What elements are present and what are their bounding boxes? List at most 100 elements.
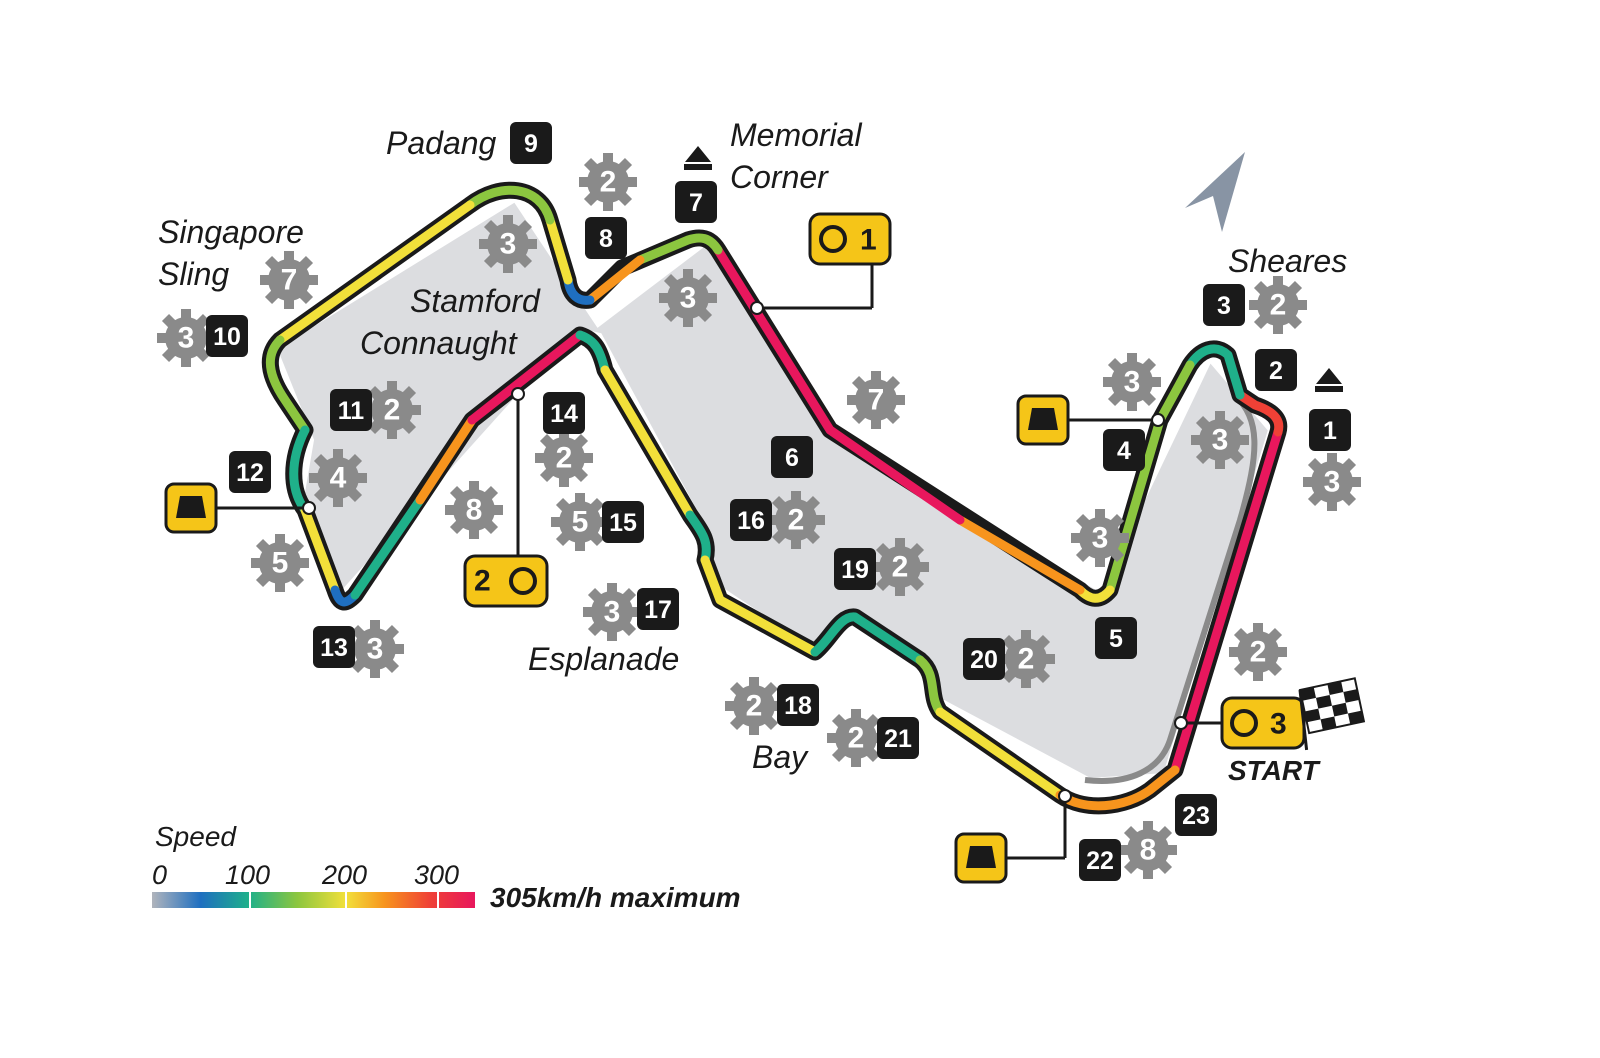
corner-number: 5 (1109, 625, 1123, 653)
corner-badge: 11 (330, 389, 372, 431)
corner-number: 23 (1182, 802, 1210, 830)
zone-1-number: 1 (860, 224, 877, 257)
corner-number: 18 (784, 692, 812, 720)
corner-badge: 20 (963, 638, 1005, 680)
speed-trap-marker-1 (1016, 394, 1165, 446)
gear-icon: 3 (346, 620, 404, 678)
gear-icon: 2 (1249, 276, 1307, 334)
corner-number: 13 (320, 634, 348, 662)
legend-title: Speed (155, 821, 237, 852)
gear-icon: 2 (579, 153, 637, 211)
corner-number: 19 (841, 556, 869, 584)
gear-icon: 5 (251, 534, 309, 592)
corner-number: 22 (1086, 847, 1114, 875)
checkered-flag-icon (1298, 677, 1366, 751)
gear-number: 3 (1092, 522, 1109, 555)
corner-badge: 5 (1095, 617, 1137, 659)
corner-number: 4 (1117, 437, 1131, 465)
gear-icon: 3 (1303, 453, 1361, 511)
corner-number: 1 (1323, 417, 1337, 445)
corner-number: 8 (599, 225, 613, 253)
label-singapore-2: Sling (158, 256, 229, 292)
legend-tick-200: 200 (321, 860, 367, 890)
corner-number: 14 (550, 400, 578, 428)
compass-icon (1185, 152, 1245, 232)
label-bay: Bay (752, 739, 809, 775)
gear-icon: 3 (1191, 411, 1249, 469)
gear-number: 2 (1270, 289, 1287, 322)
gear-number: 3 (604, 596, 621, 629)
gear-number: 2 (788, 504, 805, 537)
gear-icon: 2 (871, 538, 929, 596)
gear-number: 3 (680, 282, 697, 315)
legend-tick-100: 100 (225, 860, 270, 890)
corner-badge: 23 (1175, 794, 1217, 836)
label-stamford-2: Connaught (360, 325, 518, 361)
drs-arrow-icon (1316, 368, 1342, 384)
gear-number: 3 (367, 633, 384, 666)
gear-icon: 2 (725, 677, 783, 735)
gear-icon: 3 (479, 215, 537, 273)
corner-badge: 8 (585, 217, 627, 259)
timing-zone-3: 3 (1174, 696, 1306, 750)
speed-segments (265, 185, 1284, 811)
zone-2-number: 2 (474, 565, 491, 598)
legend-color-bar (152, 892, 475, 908)
corner-badge: 18 (777, 684, 819, 726)
gear-icon: 5 (551, 493, 609, 551)
gear-number: 4 (330, 462, 347, 495)
gear-icon: 4 (309, 449, 367, 507)
legend-tick-300: 300 (414, 860, 459, 890)
corner-number: 11 (338, 397, 365, 425)
corner-number: 7 (689, 189, 703, 217)
corner-badge: 15 (602, 501, 644, 543)
gear-icon: 7 (260, 251, 318, 309)
timing-zone-2: 2 (463, 387, 549, 608)
corner-badge: 14 (543, 392, 585, 434)
label-stamford-1: Stamford (410, 283, 541, 319)
drs-arrow-bar (1315, 386, 1343, 392)
corner-badge: 10 (206, 315, 248, 357)
zone-3-number: 3 (1270, 708, 1287, 741)
label-sheares: Sheares (1228, 243, 1347, 279)
corner-number: 16 (737, 507, 765, 535)
gear-number: 2 (384, 394, 401, 427)
corner-number: 2 (1269, 357, 1283, 385)
corner-badge: 17 (637, 588, 679, 630)
gear-icon: 3 (157, 309, 215, 367)
gear-number: 7 (868, 384, 885, 417)
gear-number: 3 (500, 228, 517, 261)
corner-badge: 6 (771, 436, 813, 478)
corner-badge: 4 (1103, 429, 1145, 471)
corner-number: 17 (644, 596, 672, 624)
stopwatch-icon (1230, 709, 1258, 737)
gear-number: 8 (1140, 834, 1157, 867)
corner-badge: 13 (313, 626, 355, 668)
legend-max-speed: 305km/h maximum (490, 882, 741, 913)
corner-badge: 21 (877, 717, 919, 759)
label-memorial-1: Memorial (730, 117, 862, 153)
start-label: START (1228, 755, 1322, 786)
gear-icon: 2 (1229, 623, 1287, 681)
corner-number: 15 (609, 509, 637, 537)
gear-icon: 8 (445, 481, 503, 539)
corner-badge: 1 (1309, 409, 1351, 451)
corner-number: 20 (970, 646, 998, 674)
timing-zone-1: 1 (750, 212, 892, 315)
gear-icon: 3 (583, 583, 641, 641)
corner-badge: 22 (1079, 839, 1121, 881)
gear-icon: 8 (1119, 821, 1177, 879)
corner-badge: 16 (730, 499, 772, 541)
gear-icon: 3 (659, 269, 717, 327)
gear-icon: 7 (847, 371, 905, 429)
corner-badge: 7 (675, 181, 717, 223)
gear-number: 2 (746, 690, 763, 723)
gear-number: 2 (1018, 643, 1035, 676)
pit-lane (1084, 392, 1258, 784)
corner-number: 6 (785, 444, 799, 472)
gear-icon: 2 (767, 491, 825, 549)
gear-icon: 3 (1071, 509, 1129, 567)
gear-icon: 2 (363, 381, 421, 439)
